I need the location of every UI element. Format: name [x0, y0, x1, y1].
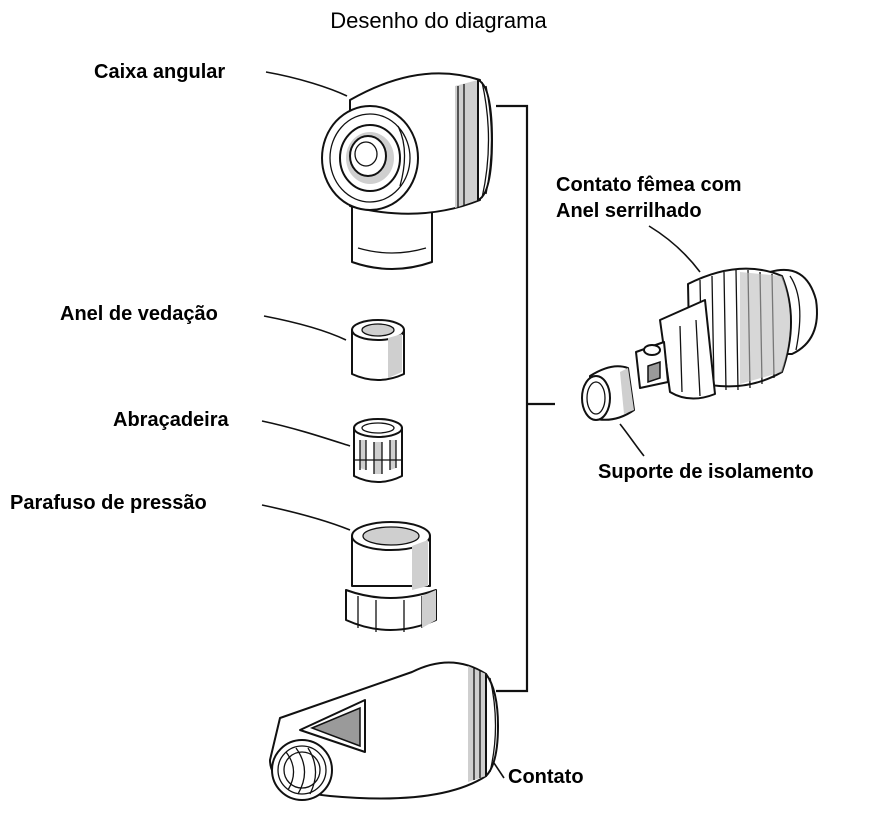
insulation-support-part: [581, 365, 635, 421]
leader-female-contact: [648, 225, 701, 273]
label-pressure-screw: Parafuso de pressão: [10, 492, 207, 514]
label-angled-housing: Caixa angular: [94, 61, 226, 83]
leader-clamp: [261, 420, 351, 447]
contact-part: [269, 661, 499, 801]
label-contact: Contato: [508, 766, 584, 788]
leader-seal-ring: [263, 315, 347, 341]
clamp-part: [353, 418, 403, 483]
label-female-contact-line1: Contato fêmea com: [556, 174, 742, 196]
female-contact-part: [635, 267, 818, 400]
pressure-screw-part: [345, 521, 437, 632]
leader-angled-housing: [265, 71, 348, 97]
label-seal-ring: Anel de vedação: [60, 303, 218, 325]
diagram-title: Desenho do diagrama: [330, 8, 547, 33]
leader-pressure-screw: [261, 504, 351, 531]
leader-insulation-support: [619, 423, 645, 457]
seal-ring-part: [351, 319, 405, 381]
label-female-contact-line2: Anel serrilhado: [556, 200, 702, 222]
label-insulation-support: Suporte de isolamento: [598, 461, 814, 483]
angled-housing-part: [321, 72, 493, 270]
leader-lines: [261, 71, 701, 779]
label-clamp: Abraçadeira: [113, 409, 229, 431]
assembly-bracket: [496, 104, 555, 693]
